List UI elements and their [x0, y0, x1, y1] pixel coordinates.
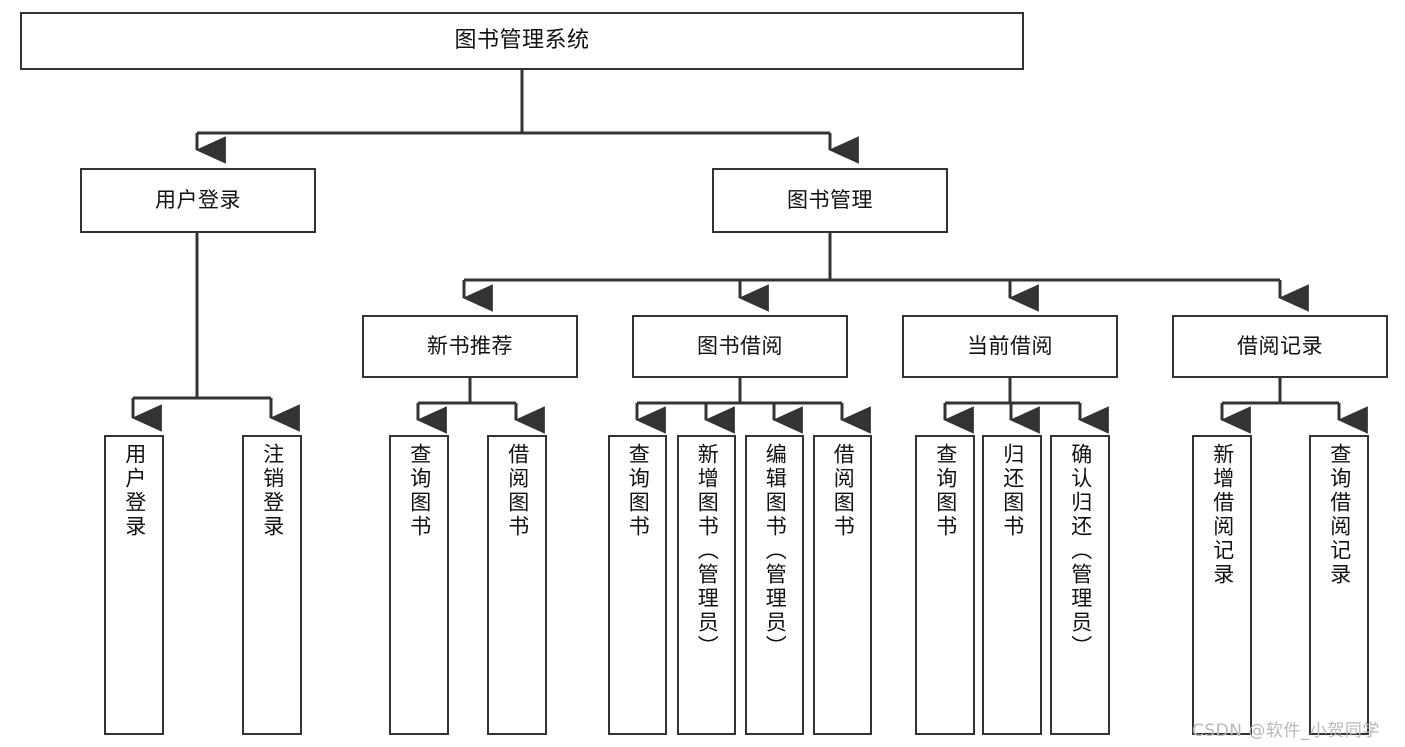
node-label: 查询图书 — [933, 443, 958, 539]
node-label: 用户登录 — [122, 443, 147, 539]
node-book-management[interactable]: 图书管理 — [712, 168, 948, 233]
node-label: 新增借阅记录 — [1210, 443, 1235, 587]
node-new-book-recommend[interactable]: 新书推荐 — [362, 315, 578, 378]
node-label: 查询图书 — [407, 443, 432, 539]
node-label: 图书管理 — [787, 188, 873, 213]
leaf-borrow-borrow-book[interactable]: 借阅图书 — [813, 435, 872, 735]
leaf-records-query-record[interactable]: 查询借阅记录 — [1309, 435, 1369, 735]
node-label: 查询图书 — [626, 443, 651, 539]
leaf-user-login-signin[interactable]: 用户登录 — [104, 435, 164, 735]
node-borrow-records[interactable]: 借阅记录 — [1172, 315, 1388, 378]
node-label: 归还图书 — [1000, 443, 1025, 539]
leaf-current-query-book[interactable]: 查询图书 — [915, 435, 975, 735]
node-label: 图书管理系统 — [454, 28, 590, 54]
node-label: 借阅图书 — [505, 443, 530, 539]
leaf-borrow-add-book-admin[interactable]: 新增图书（管理员） — [677, 435, 736, 735]
node-label: 新增图书（管理员） — [695, 443, 720, 659]
node-label: 新书推荐 — [427, 334, 513, 359]
node-book-borrow[interactable]: 图书借阅 — [632, 315, 848, 378]
node-label: 确认归还（管理员） — [1068, 443, 1093, 659]
node-label: 当前借阅 — [967, 334, 1053, 359]
leaf-current-return-book[interactable]: 归还图书 — [982, 435, 1042, 735]
node-label: 编辑图书（管理员） — [763, 443, 788, 659]
leaf-borrow-edit-book-admin[interactable]: 编辑图书（管理员） — [745, 435, 804, 735]
node-label: 用户登录 — [155, 188, 241, 213]
leaf-borrow-query-book[interactable]: 查询图书 — [608, 435, 667, 735]
node-root-system[interactable]: 图书管理系统 — [20, 12, 1024, 70]
node-label: 查询借阅记录 — [1327, 443, 1352, 587]
node-user-login[interactable]: 用户登录 — [80, 168, 316, 233]
node-label: 图书借阅 — [697, 334, 783, 359]
node-label: 借阅记录 — [1237, 334, 1323, 359]
leaf-user-login-signout[interactable]: 注销登录 — [242, 435, 302, 735]
leaf-records-add-record[interactable]: 新增借阅记录 — [1192, 435, 1252, 735]
node-label: 注销登录 — [260, 443, 285, 539]
node-current-borrow[interactable]: 当前借阅 — [902, 315, 1118, 378]
node-label: 借阅图书 — [831, 443, 856, 539]
leaf-recommend-query-book[interactable]: 查询图书 — [389, 435, 449, 735]
leaf-recommend-borrow-book[interactable]: 借阅图书 — [487, 435, 547, 735]
leaf-current-confirm-return-admin[interactable]: 确认归还（管理员） — [1050, 435, 1110, 735]
